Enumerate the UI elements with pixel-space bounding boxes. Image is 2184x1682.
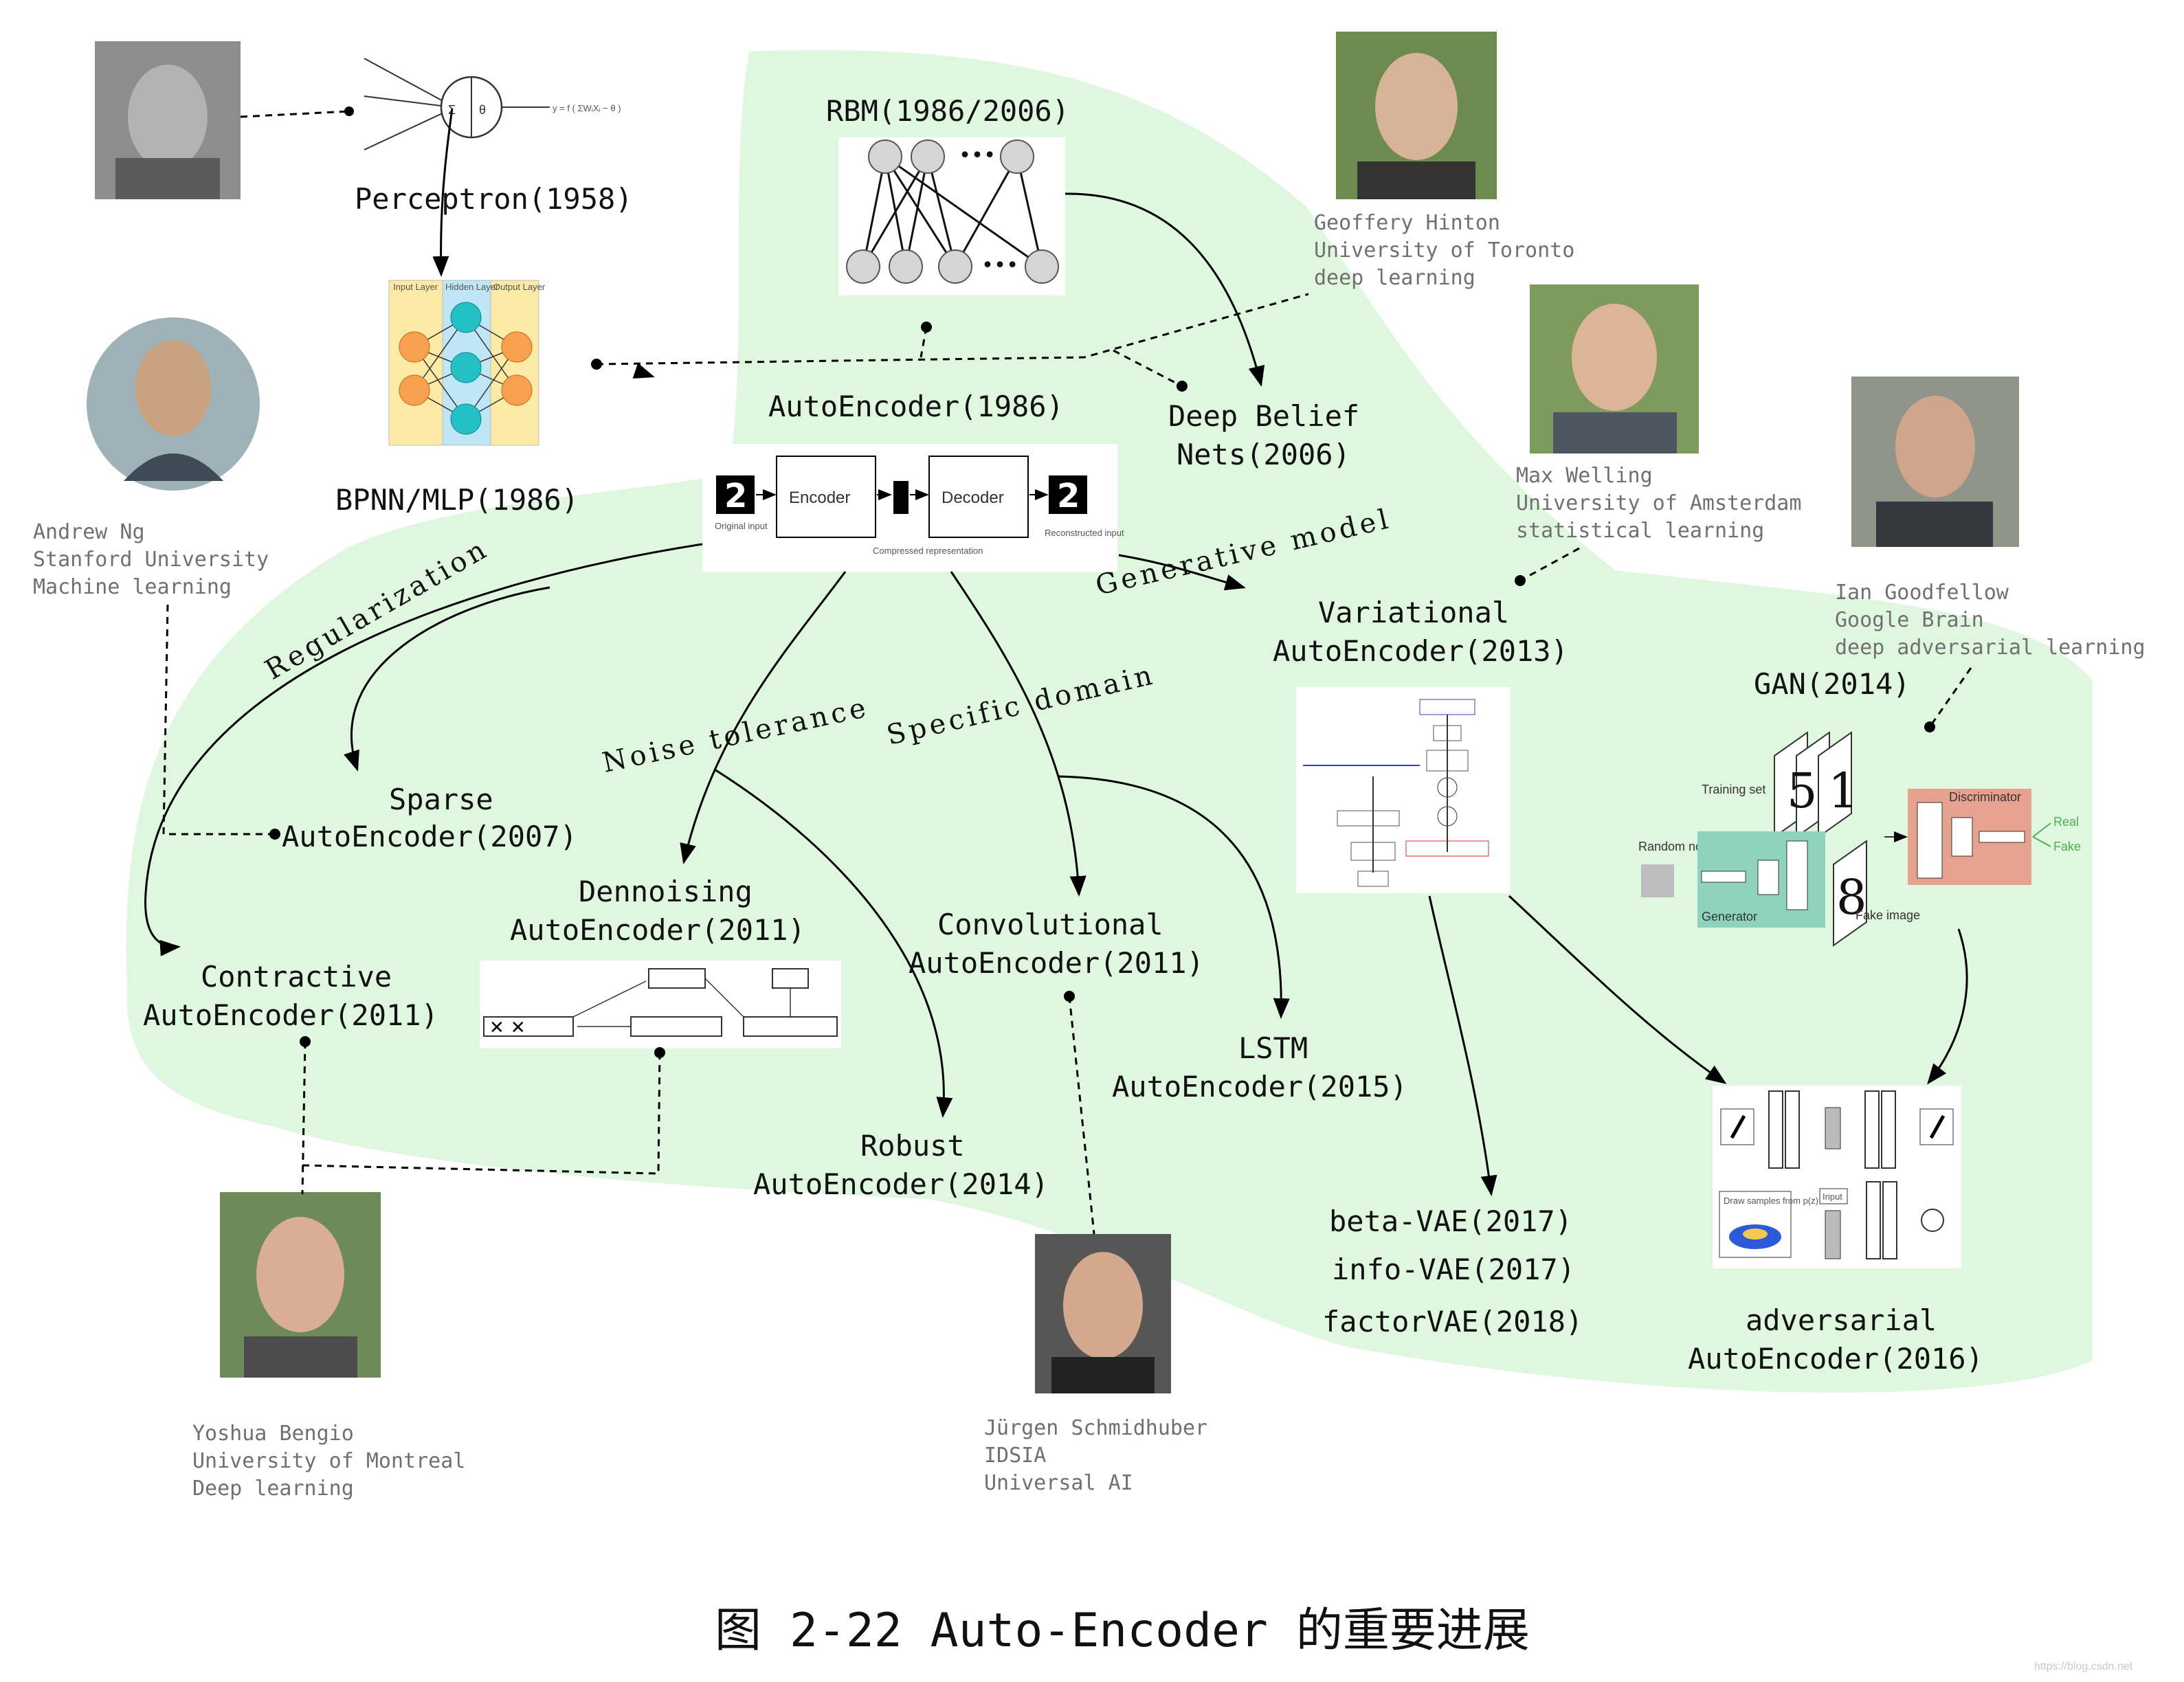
person-hinton: Geoffery Hinton University of Toronto de… xyxy=(1314,211,1574,290)
node-dbn-line2: Nets(2006) xyxy=(1177,438,1350,471)
figure-caption: 图 2-22 Auto-Encoder 的重要进展 xyxy=(715,1604,1530,1658)
discriminator-label: Discriminator xyxy=(1949,790,2021,804)
node-perceptron: Perceptron(1958) xyxy=(355,182,633,216)
compressed-label: Compressed representation xyxy=(873,546,983,556)
node-sparse-line2: AutoEncoder(2007) xyxy=(282,820,577,853)
decoder-label: Decoder xyxy=(941,489,1004,507)
input-layer-label: Input Layer xyxy=(393,282,438,292)
node-robust-line2: AutoEncoder(2014) xyxy=(753,1167,1049,1201)
original-input-label: Original input xyxy=(715,521,768,531)
dashed-connectors xyxy=(162,110,1972,1235)
input-digit: 2 xyxy=(724,477,747,515)
photo-geoffrey-hinton xyxy=(1336,32,1497,199)
node-denoising-line1: Dennoising xyxy=(579,875,753,908)
svg-text:✕ ✕: ✕ ✕ xyxy=(489,1018,526,1038)
bengio-affiliation: University of Montreal xyxy=(192,1449,465,1473)
welling-affiliation: University of Amsterdam xyxy=(1516,491,1801,515)
perceptron-figure: Σ θ y = f ( ΣWᵢXᵢ − θ ) xyxy=(364,58,621,150)
perceptron-formula: y = f ( ΣWᵢXᵢ − θ ) xyxy=(553,103,621,113)
node-factor-vae: factorVAE(2018) xyxy=(1322,1305,1583,1338)
node-gan: GAN(2014) xyxy=(1754,667,1910,701)
fake-image-label: Fake image xyxy=(1856,908,1920,922)
node-contractive-line2: AutoEncoder(2011) xyxy=(143,998,438,1032)
svg-text:1: 1 xyxy=(1828,763,1859,819)
bengio-name: Yoshua Bengio xyxy=(192,1422,354,1446)
goodfellow-affiliation: Google Brain xyxy=(1835,608,1984,632)
svg-text:•••: ••• xyxy=(959,144,996,168)
welling-field: statistical learning xyxy=(1516,519,1764,543)
node-contractive-line1: Contractive xyxy=(201,960,392,994)
denoising-figure: ✕ ✕ xyxy=(480,961,841,1049)
goodfellow-name: Ian Goodfellow xyxy=(1835,581,2009,605)
node-sparse-line1: Sparse xyxy=(389,783,493,816)
hinton-affiliation: University of Toronto xyxy=(1314,238,1574,262)
connector-dots xyxy=(269,106,1935,1058)
schmidhuber-name: Jürgen Schmidhuber xyxy=(984,1416,1207,1440)
node-aae-line1: adversarial xyxy=(1746,1303,1937,1337)
green-region xyxy=(126,50,2093,1393)
node-robust-line1: Robust xyxy=(860,1129,965,1163)
schmidhuber-field: Universal AI xyxy=(984,1471,1133,1495)
goodfellow-field: deep adversarial learning xyxy=(1835,636,2146,660)
reconstructed-label: Reconstructed input xyxy=(1045,528,1124,538)
node-dbn-line1: Deep Belief xyxy=(1168,399,1359,433)
hinton-field: deep learning xyxy=(1314,266,1475,290)
adversarial-ae-figure: Draw samples from p(z) Input xyxy=(1713,1086,1961,1268)
watermark: https://blog.csdn.net xyxy=(2034,1661,2133,1672)
encoder-label: Encoder xyxy=(789,489,850,507)
node-vae-line1: Variational xyxy=(1318,596,1509,629)
bengio-field: Deep learning xyxy=(192,1477,354,1501)
mlp-figure: Input Layer Hidden Layer Output Layer xyxy=(388,280,546,446)
training-set-label: Training set xyxy=(1702,783,1765,796)
svg-text:8: 8 xyxy=(1836,869,1867,926)
person-welling: Max Welling University of Amsterdam stat… xyxy=(1516,464,1801,543)
svg-text:5: 5 xyxy=(1787,763,1818,819)
ng-affiliation: Stanford University xyxy=(33,548,269,572)
rbm-figure: ••• ••• xyxy=(838,137,1065,295)
svg-text:θ: θ xyxy=(479,103,486,117)
person-goodfellow: Ian Goodfellow Google Brain deep adversa… xyxy=(1835,581,2146,660)
node-rbm: RBM(1986/2006) xyxy=(826,94,1069,128)
input-label: Input xyxy=(1823,1191,1842,1202)
node-denoising-line2: AutoEncoder(2011) xyxy=(510,913,805,947)
svg-text:•••: ••• xyxy=(981,254,1018,278)
node-lstm-line2: AutoEncoder(2015) xyxy=(1112,1070,1407,1103)
photo-ian-goodfellow xyxy=(1851,377,2019,547)
node-bpnn: BPNN/MLP(1986) xyxy=(335,483,579,517)
hinton-name: Geoffery Hinton xyxy=(1314,211,1500,235)
solid-arrows xyxy=(144,108,1968,1196)
photo-yoshua-bengio xyxy=(220,1192,381,1378)
person-bengio: Yoshua Bengio University of Montreal Dee… xyxy=(192,1422,465,1501)
photo-perceptron-author xyxy=(95,41,241,199)
hidden-layer-label: Hidden Layer xyxy=(445,282,499,292)
vae-figure xyxy=(1296,687,1511,893)
draw-samples-label: Draw samples from p(z) xyxy=(1724,1196,1818,1206)
fake-label: Fake xyxy=(2053,840,2081,853)
node-info-vae: info-VAE(2017) xyxy=(1332,1253,1575,1286)
ng-name: Andrew Ng xyxy=(33,520,145,544)
schmidhuber-affiliation: IDSIA xyxy=(984,1444,1046,1468)
node-conv-line2: AutoEncoder(2011) xyxy=(909,946,1204,980)
welling-name: Max Welling xyxy=(1516,464,1653,488)
output-digit: 2 xyxy=(1057,477,1080,515)
output-layer-label: Output Layer xyxy=(493,282,546,292)
ng-field: Machine learning xyxy=(33,575,232,599)
autoencoder-figure: 2 Original input Encoder Compressed repr… xyxy=(702,444,1124,572)
real-label: Real xyxy=(2053,815,2079,829)
node-conv-line1: Convolutional xyxy=(937,908,1163,941)
node-autoencoder: AutoEncoder(1986) xyxy=(768,390,1064,423)
generator-label: Generator xyxy=(1702,910,1757,923)
node-beta-vae: beta-VAE(2017) xyxy=(1329,1204,1572,1238)
node-vae-line2: AutoEncoder(2013) xyxy=(1273,634,1568,668)
photo-max-welling xyxy=(1530,284,1699,453)
node-aae-line2: AutoEncoder(2016) xyxy=(1688,1342,1983,1376)
person-ng: Andrew Ng Stanford University Machine le… xyxy=(33,520,269,599)
person-schmidhuber: Jürgen Schmidhuber IDSIA Universal AI xyxy=(984,1416,1207,1495)
node-lstm-line1: LSTM xyxy=(1238,1031,1308,1065)
photo-andrew-ng xyxy=(87,317,260,491)
photo-jurgen-schmidhuber xyxy=(1035,1234,1171,1393)
gan-figure: Training set 5 1 8 Random noise Generato… xyxy=(1638,731,2081,947)
